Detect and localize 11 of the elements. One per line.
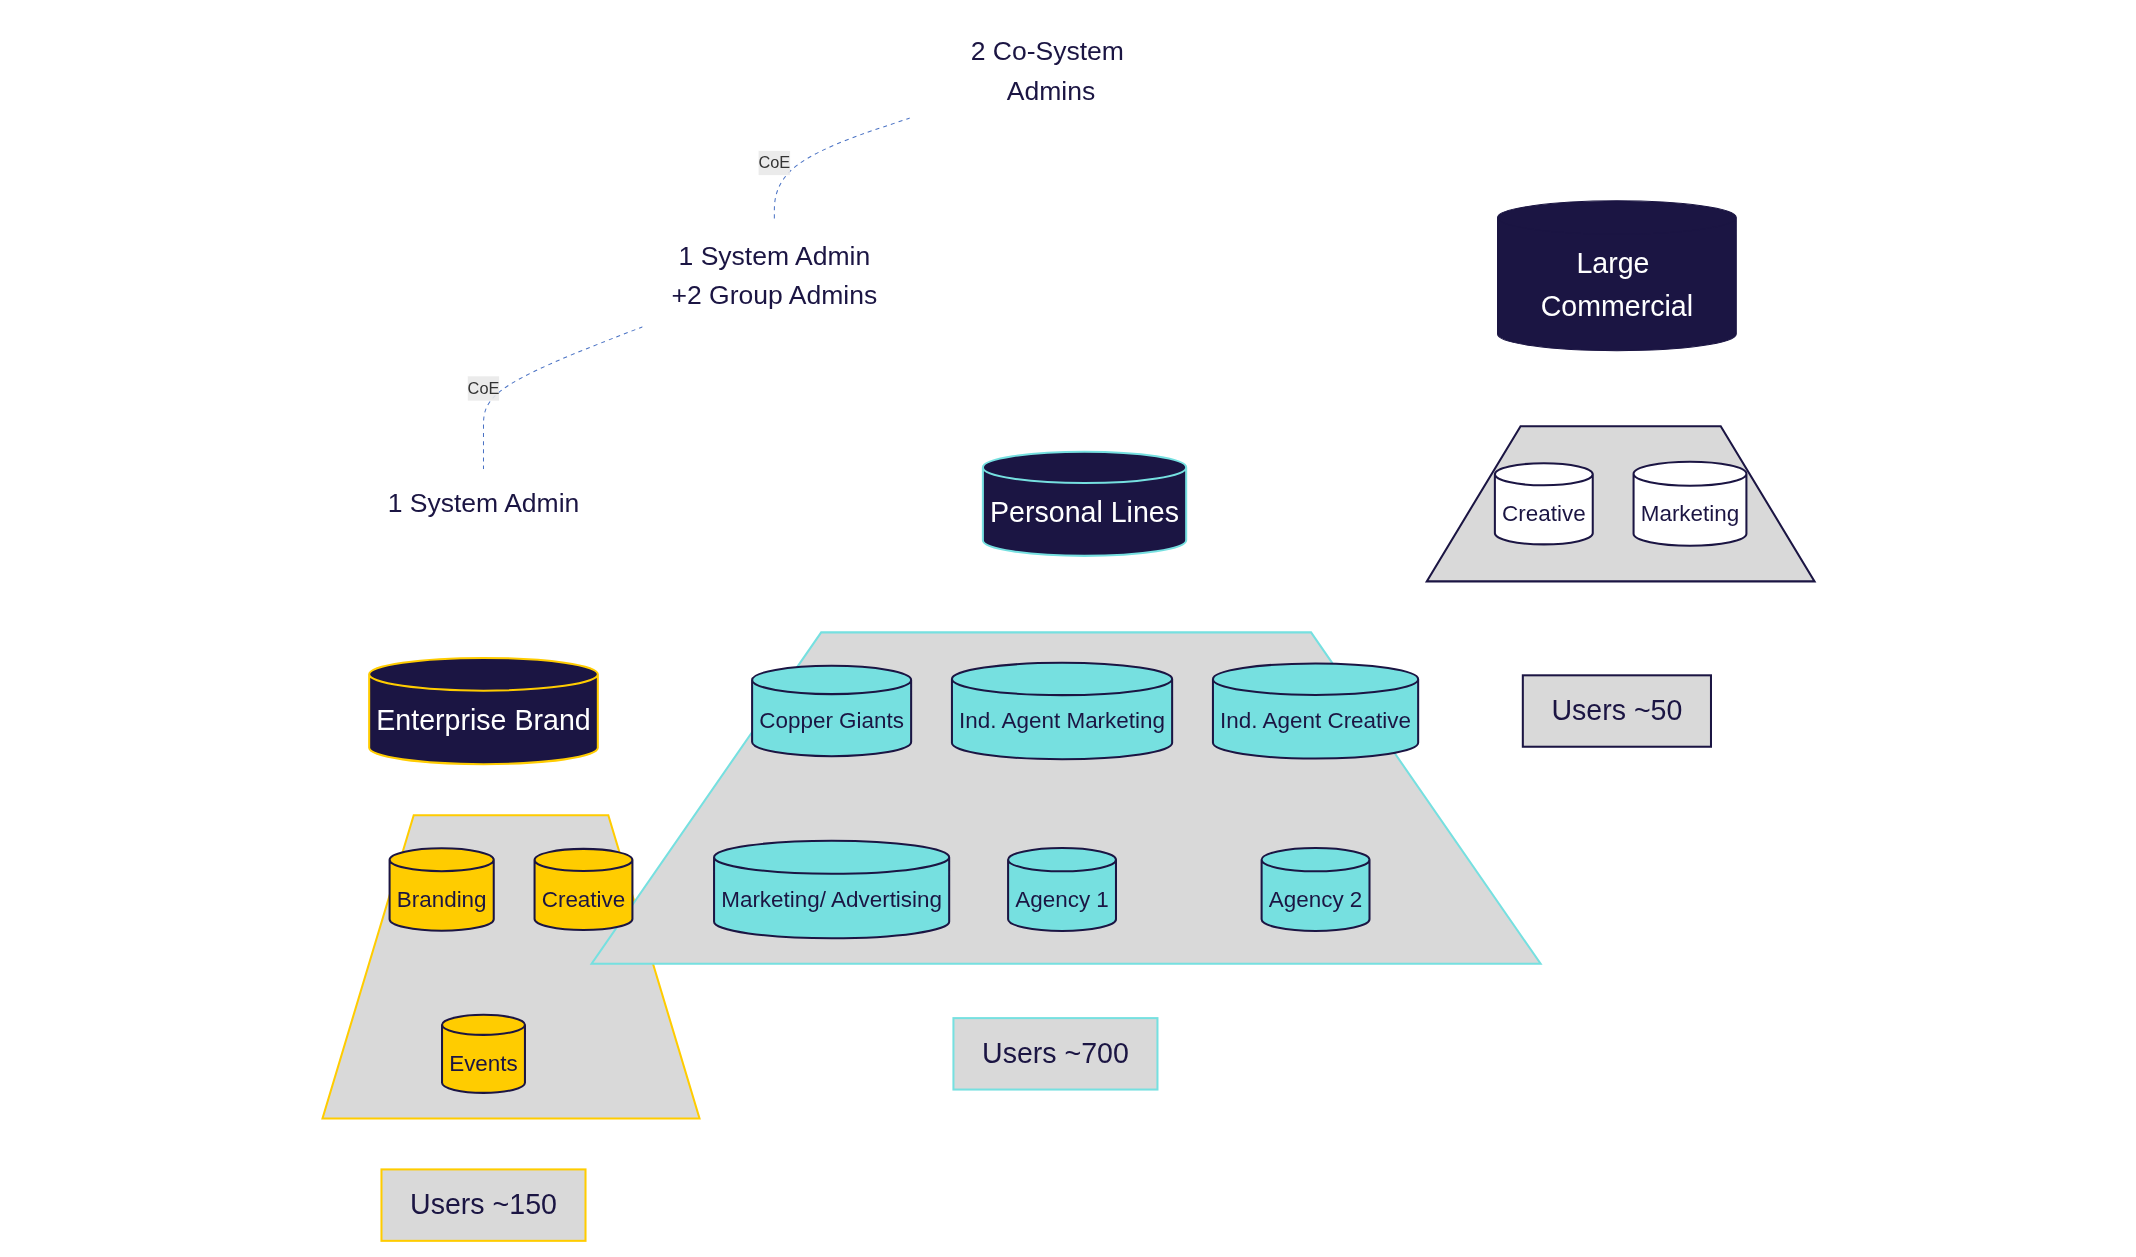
edge-label: CoE — [467, 378, 500, 397]
node-box: Users ~150 — [380, 1167, 587, 1242]
cluster — [321, 813, 701, 1119]
node-box: Users ~50 — [1521, 673, 1712, 748]
edge-label: CoE — [758, 153, 791, 171]
node-box: Users ~700 — [952, 1016, 1159, 1091]
node-text: 1 System Admin +2 Group Admins — [671, 239, 878, 310]
cluster — [1424, 424, 1817, 582]
connector — [773, 116, 911, 222]
node-text: 1 System Admin — [387, 487, 580, 519]
node-text: 2 Co-System Admins — [970, 35, 1124, 106]
